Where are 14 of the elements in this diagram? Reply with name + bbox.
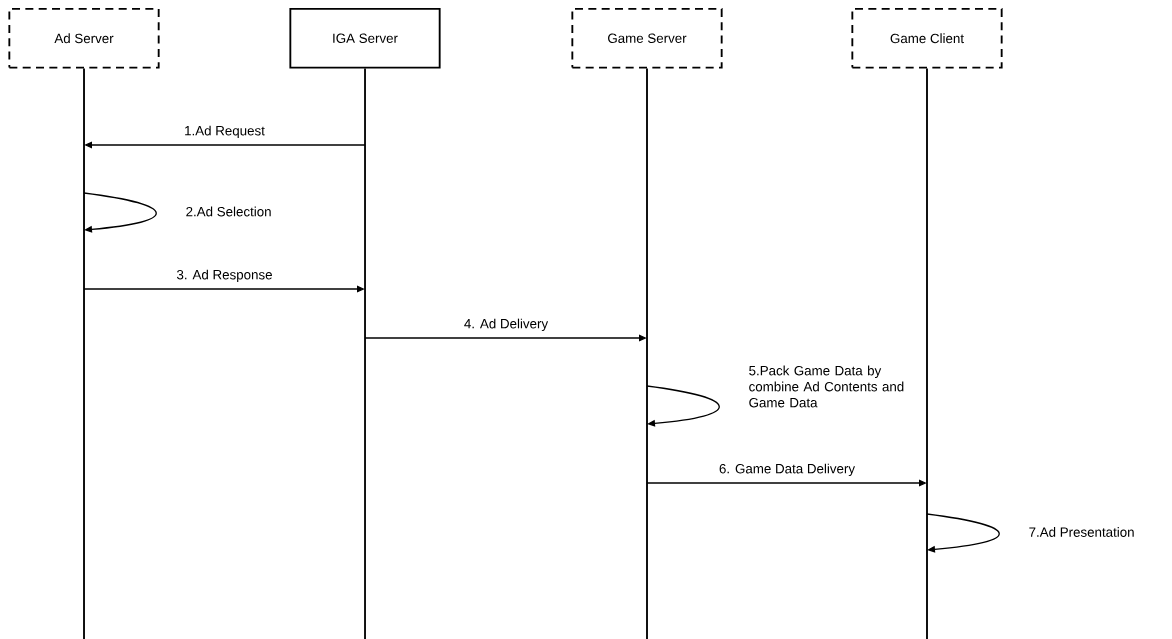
participant-box: IGA Server bbox=[289, 8, 441, 69]
participant-box: Game Client bbox=[851, 8, 1003, 69]
participant-box: Ad Server bbox=[8, 8, 160, 69]
edge-label: 2.Ad Selection bbox=[186, 206, 271, 217]
edge-label: 1.Ad Request bbox=[185, 125, 265, 139]
self-arrow bbox=[646, 385, 720, 427]
edge-label: 4. Ad Delivery bbox=[464, 318, 549, 332]
edge-label: 3. Ad Response bbox=[176, 269, 272, 283]
edge-label: 5.Pack Game Data by combine Ad Contents and Game Data bbox=[749, 365, 904, 408]
self-arrow bbox=[926, 513, 1000, 553]
self-arrow bbox=[83, 192, 157, 233]
edge-label: 7.Ad Presentation bbox=[1029, 527, 1134, 537]
participant-box: Game Server bbox=[571, 8, 723, 69]
edge-label: 6. Game Data Delivery bbox=[719, 463, 855, 477]
